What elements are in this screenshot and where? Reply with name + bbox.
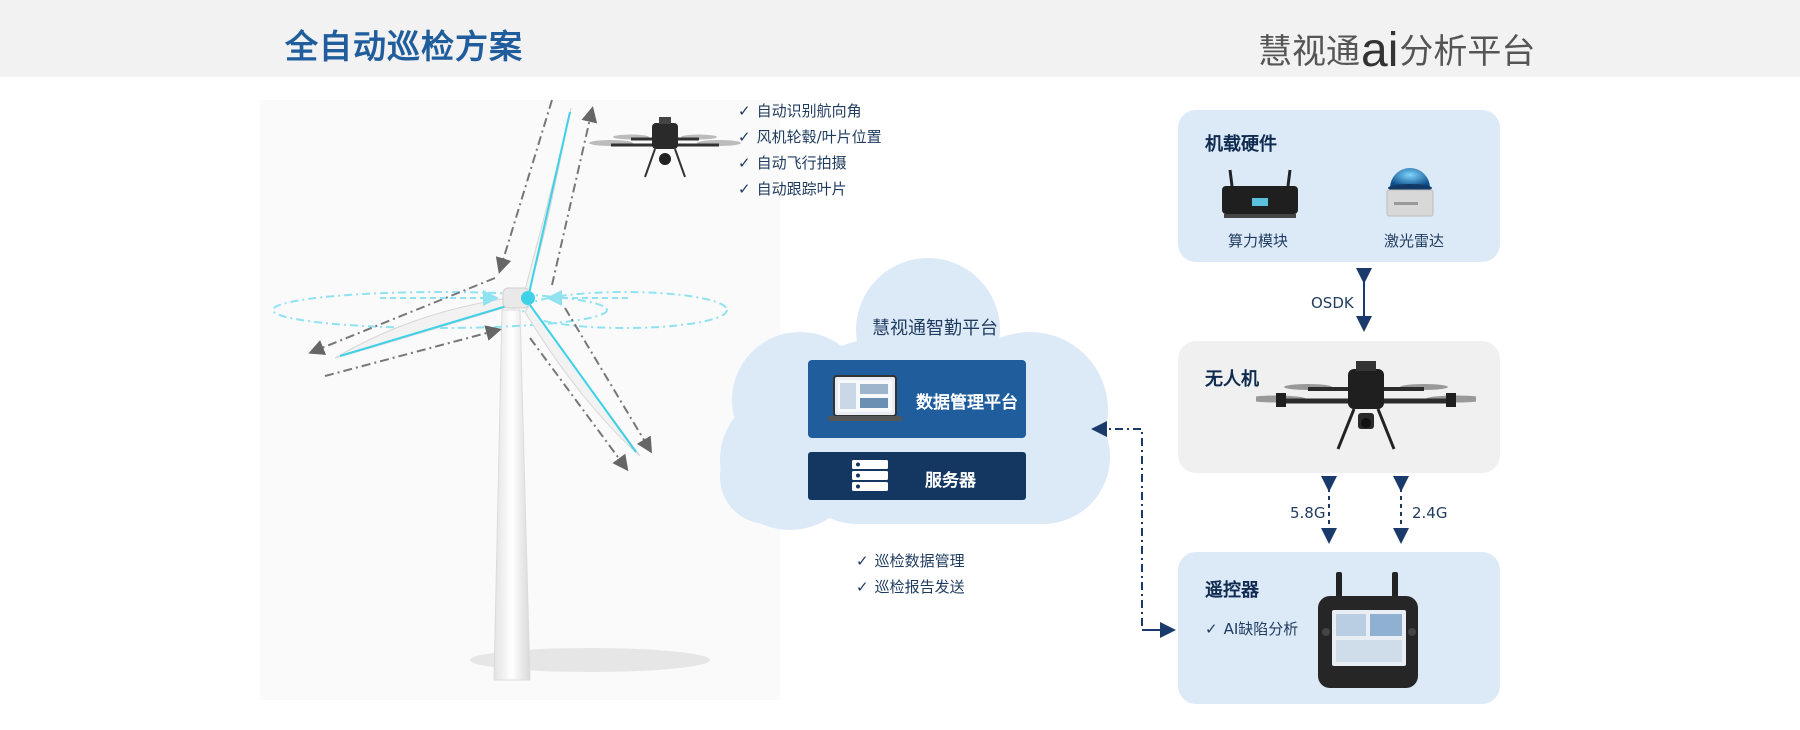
osdk-label: OSDK (1311, 294, 1354, 312)
blade-track-arrow-2 (551, 106, 598, 286)
check-icon: ✓ (738, 180, 751, 198)
blade-track-arrow-1 (495, 99, 553, 274)
onboard-hardware-title: 机载硬件 (1205, 134, 1277, 155)
check-icon: ✓ (738, 102, 751, 120)
brand-ai: ai (1361, 24, 1399, 77)
lidar-icon (1386, 168, 1434, 217)
server-icon (852, 460, 888, 491)
rotation-ellipse-right (522, 291, 728, 329)
cloud-platform-title: 慧视通智勤平台 (872, 318, 998, 339)
server-label: 服务器 (925, 471, 976, 491)
turbine-hub (521, 291, 535, 305)
remote-controller-icon (1318, 572, 1418, 688)
drone-icon (589, 117, 741, 178)
blade-track-arrow-6 (529, 337, 629, 472)
check-icon: ✓ (856, 578, 869, 596)
blade-track-arrow-5 (564, 307, 653, 454)
drone-feature-item: ✓自动跟踪叶片 (738, 180, 847, 198)
brand-prefix: 慧视通 (1258, 32, 1360, 72)
wind-turbine-illustration (272, 99, 728, 681)
cloud-remote-connector (1091, 421, 1174, 631)
onboard-hardware-panel: 机载硬件 算力模块 激光雷达 (1178, 110, 1500, 262)
blade-edge-up (527, 111, 571, 299)
remote-feature-item: ✓AI缺陷分析 (1205, 620, 1299, 638)
drone-feature-item: ✓自动识别航向角 (738, 102, 862, 120)
link-24g-label: 2.4G (1412, 504, 1448, 522)
server-button[interactable]: 服务器 (808, 452, 1026, 500)
check-icon: ✓ (856, 552, 869, 570)
check-icon: ✓ (738, 154, 751, 172)
compute-module-label: 算力模块 (1228, 232, 1289, 250)
turbine-blade-left (334, 295, 521, 359)
brand-logo: 慧视通ai分析平台 (1258, 20, 1536, 77)
data-platform-label: 数据管理平台 (916, 393, 1018, 413)
laptop-icon (828, 375, 902, 421)
compute-module-icon (1222, 169, 1298, 218)
remote-controller-title: 遥控器 (1205, 580, 1259, 601)
cloud-feature-item: ✓巡检数据管理 (856, 552, 965, 570)
page-title: 全自动巡检方案 (285, 27, 523, 66)
brand-suffix: 分析平台 (1399, 32, 1536, 72)
blade-track-arrow-4 (324, 325, 502, 377)
rotation-ellipse-left (272, 291, 608, 329)
blade-edge-down (529, 304, 637, 453)
drone-feature-item: ✓自动飞行拍摄 (738, 154, 847, 172)
header-bar (0, 0, 1800, 77)
remote-controller-panel: 遥控器 ✓AI缺陷分析 (1178, 552, 1500, 704)
link-58g-label: 5.8G (1290, 504, 1326, 522)
check-icon: ✓ (738, 128, 751, 146)
drone-feature-item: ✓风机轮毂/叶片位置 (738, 128, 882, 146)
uav-title: 无人机 (1205, 369, 1259, 390)
check-icon: ✓ (1205, 620, 1218, 638)
lidar-label: 激光雷达 (1384, 232, 1445, 250)
turbine-blade-up (522, 107, 572, 299)
turbine-tower (493, 309, 531, 681)
blade-track-arrow-3 (308, 277, 496, 355)
blade-edge-left (339, 301, 521, 357)
uav-drone-icon (1256, 361, 1476, 450)
cloud-feature-item: ✓巡检报告发送 (856, 578, 965, 596)
uav-panel: 无人机 (1178, 341, 1500, 473)
data-platform-button[interactable]: 数据管理平台 (808, 360, 1026, 438)
